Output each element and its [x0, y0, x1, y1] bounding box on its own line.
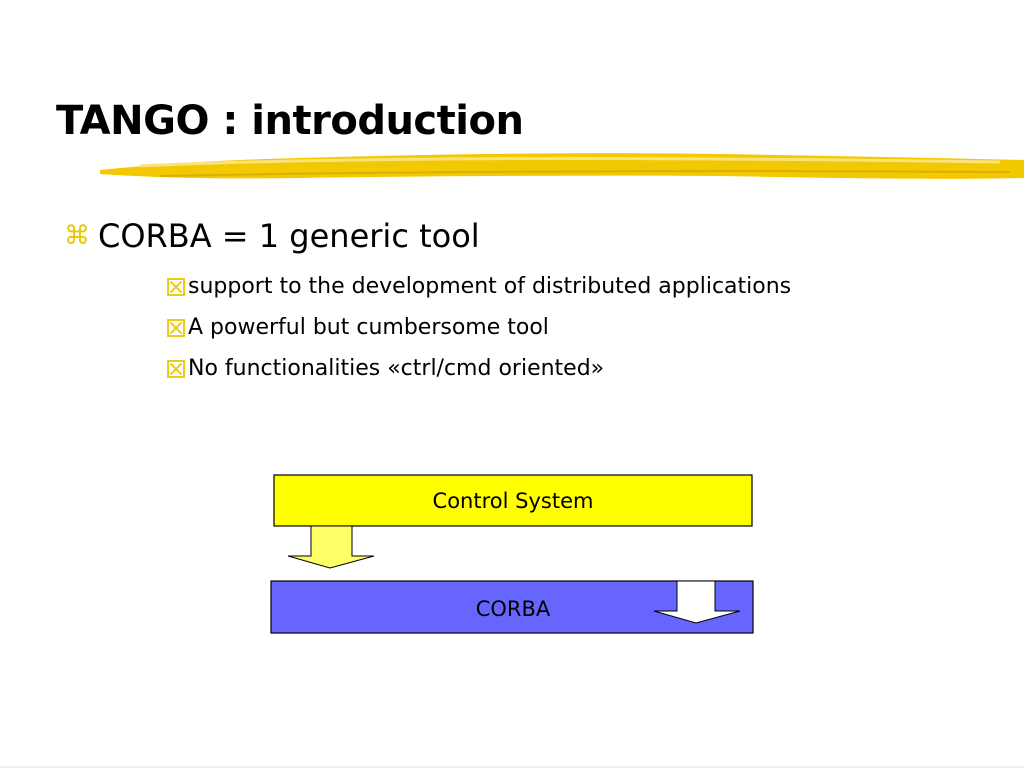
architecture-diagram: Control System CORBA — [270, 474, 754, 634]
slide-title: TANGO : introduction — [56, 98, 524, 144]
crossed-box-icon — [167, 277, 185, 296]
control-system-box — [273, 474, 753, 527]
sub-bullet-text: No functionalities «ctrl/cmd oriented» — [188, 356, 605, 381]
sub-bullet-text: support to the development of distribute… — [188, 274, 792, 299]
corba-box — [270, 580, 754, 634]
control-system-label: Control System — [433, 489, 594, 513]
crossed-box-icon — [167, 318, 185, 337]
sub-bullet-list: support to the development of distribute… — [166, 266, 791, 389]
footer-rule — [0, 766, 1024, 768]
sub-bullet-item: A powerful but cumbersome tool — [166, 307, 791, 348]
down-arrow-into-corba — [287, 525, 375, 569]
sub-bullet-item: support to the development of distribute… — [166, 266, 791, 307]
main-bullet-text: CORBA = 1 generic tool — [98, 217, 480, 255]
title-underline-brush — [100, 153, 1024, 179]
z-bullet-icon: ⌘ — [64, 221, 90, 251]
sub-bullet-text: A powerful but cumbersome tool — [188, 315, 549, 340]
crossed-box-icon — [167, 359, 185, 378]
sub-bullet-item: No functionalities «ctrl/cmd oriented» — [166, 348, 791, 389]
down-arrow-out-of-corba — [653, 580, 741, 624]
main-bullet: ⌘ CORBA = 1 generic tool — [64, 214, 480, 258]
corba-label: CORBA — [476, 597, 551, 621]
